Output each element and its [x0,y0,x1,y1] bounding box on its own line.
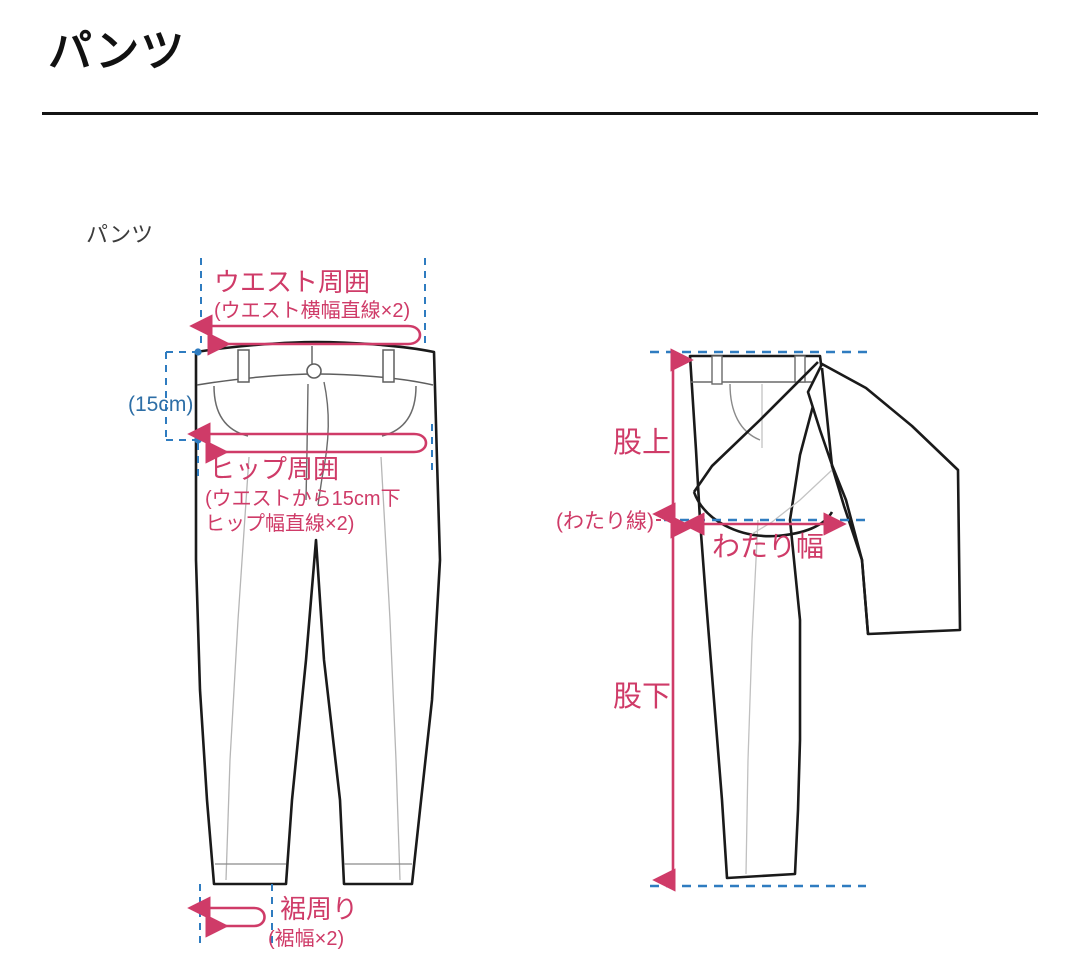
waist-label-line2: (ウエスト横幅直線×2) [214,299,410,322]
waist-label-line1: ウエスト周囲 [214,267,370,297]
waist-measure-arrow [189,314,422,356]
rise-label: 股上 [613,427,671,459]
title-divider [42,112,1038,115]
thigh-line-label: (わたり線) [556,510,654,533]
drop-15cm-label: (15cm) [128,393,193,416]
hem-label-line2: (裾幅×2) [268,927,344,950]
page-title: パンツ [48,27,186,76]
hem-measure-arrow [187,896,266,938]
pants-folded-illustration [688,354,962,880]
hip-label-line2: (ウエストから15cm下 [205,488,401,510]
hip-label-line1: ヒップ周囲 [209,454,339,484]
inseam-label: 股下 [613,681,671,713]
pants-front-illustration [194,340,442,886]
thigh-width-label: わたり幅 [712,531,824,562]
section-label: パンツ [86,222,154,247]
hip-measure-arrow [187,422,428,464]
hip-label-line3: ヒップ幅直線×2) [205,512,354,535]
hem-label-line1: 裾周り [280,894,358,924]
